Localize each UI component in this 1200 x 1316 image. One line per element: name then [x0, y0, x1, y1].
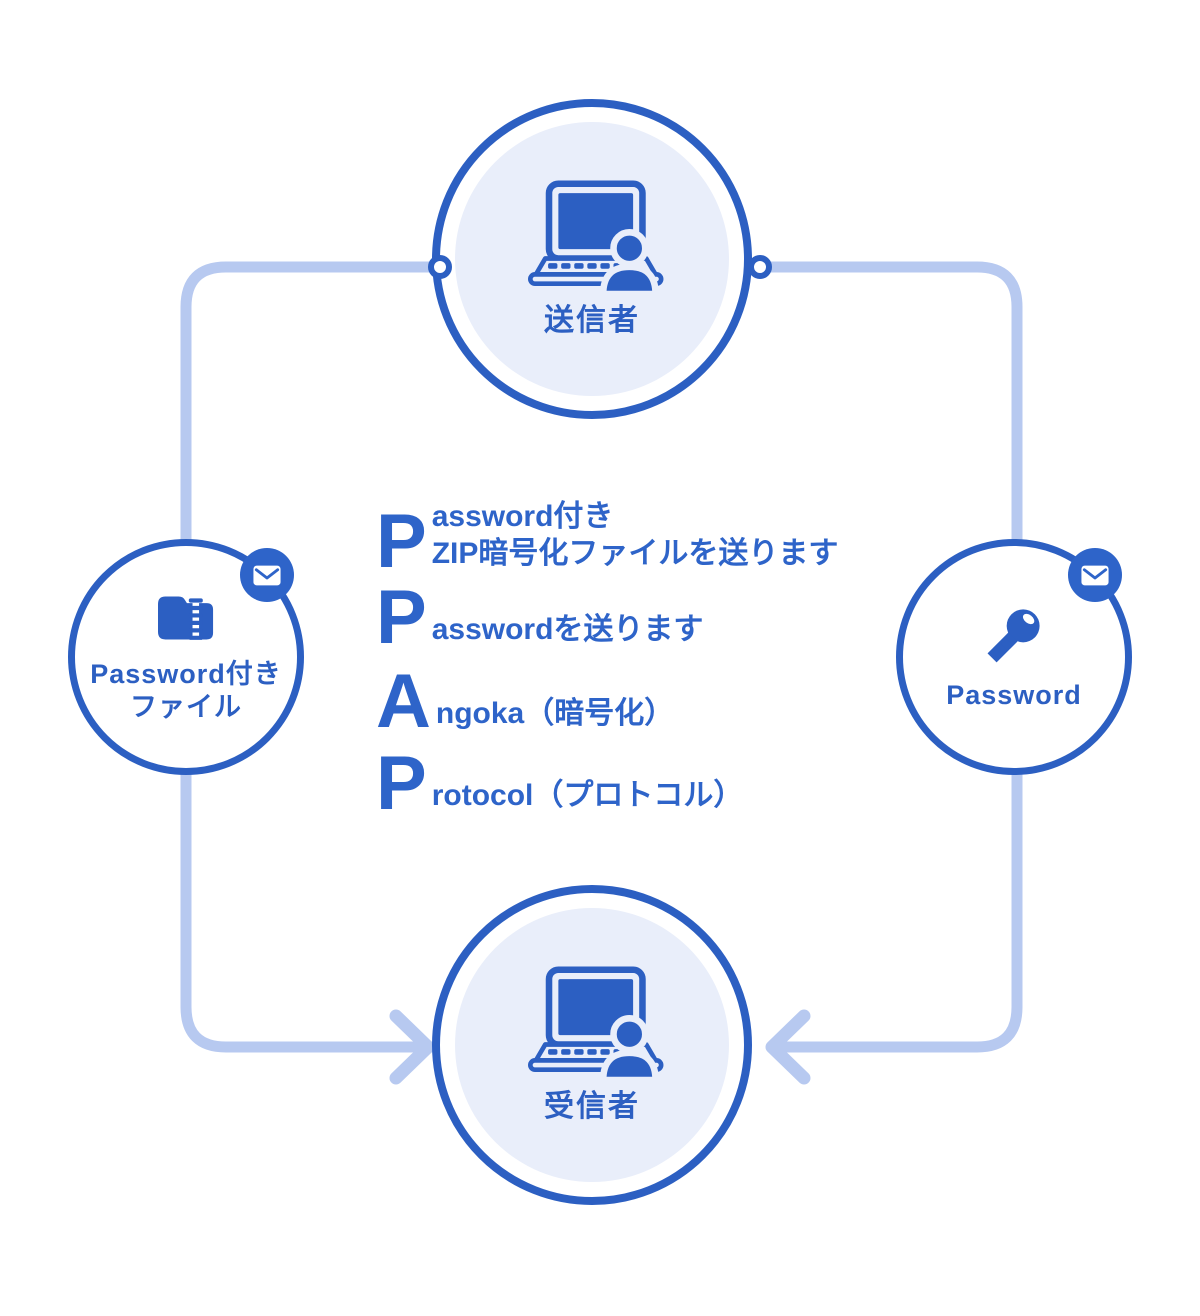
laptop-user-icon [527, 966, 664, 1080]
key-icon [987, 608, 1040, 662]
ppap-row-3: A ngoka（暗号化） [376, 659, 675, 744]
sender-label: 送信者 [544, 304, 640, 337]
connector-dot-left [428, 255, 452, 279]
ppap-letter-1: P [376, 499, 427, 584]
password-file-label-line1: Password付き [90, 659, 282, 689]
ppap-row-1: P assword付き ZIP暗号化ファイルを送ります [376, 498, 839, 584]
ppap-text-4: rotocol（プロトコル） [431, 779, 744, 812]
arrowhead-left-icon [389, 1009, 435, 1085]
sender-circle-fill: 送信者 [455, 122, 729, 396]
receiver-label: 受信者 [544, 1090, 640, 1123]
receiver-circle-fill: 受信者 [455, 908, 729, 1182]
ppap-row-4: P rotocol（プロトコル） [376, 741, 744, 826]
zip-folder-icon [158, 594, 214, 642]
mail-icon [1081, 565, 1109, 585]
mail-badge [240, 548, 294, 602]
mail-icon [253, 565, 281, 585]
mail-badge [1068, 548, 1122, 602]
password-file-label-line2: ファイル [130, 692, 242, 722]
password-label: Password [946, 679, 1082, 710]
ppap-row-2: P asswordを送ります [376, 575, 704, 660]
ppap-text-1: assword付き ZIP暗号化ファイルを送ります [431, 500, 839, 570]
node-password: Password [896, 539, 1132, 775]
node-password-file: Password付き ファイル [68, 539, 304, 775]
node-receiver: 受信者 [432, 885, 752, 1205]
node-sender: 送信者 [432, 99, 752, 419]
ppap-text-2: asswordを送ります [431, 613, 704, 646]
ppap-letter-3: A [376, 659, 431, 744]
arrowhead-right-icon [765, 1009, 811, 1085]
connector-dot-right [748, 255, 772, 279]
ppap-letter-2: P [376, 575, 427, 660]
password-file-label: Password付き ファイル [90, 658, 282, 724]
laptop-user-icon [527, 180, 664, 294]
ppap-text-3: ngoka（暗号化） [435, 697, 675, 730]
ppap-letter-4: P [376, 741, 427, 826]
